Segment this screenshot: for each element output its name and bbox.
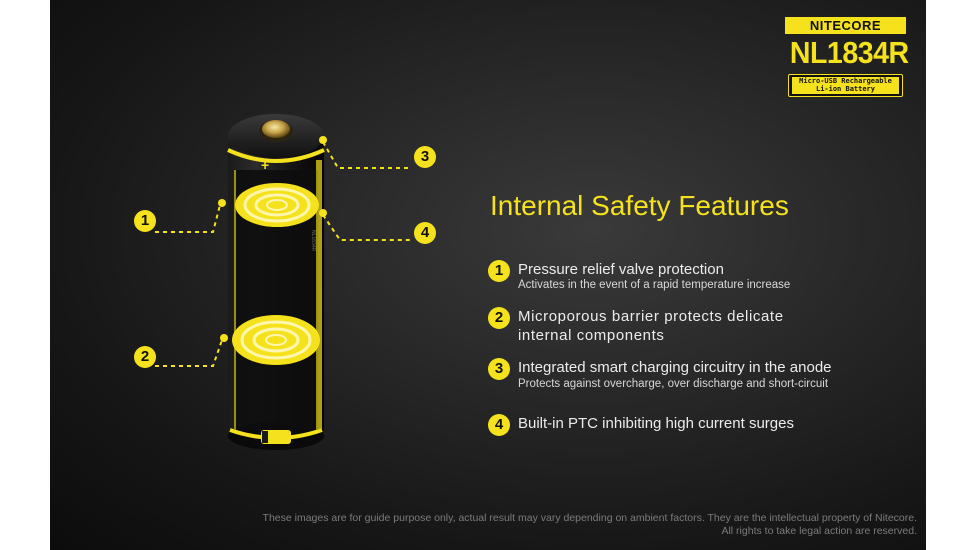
brand-name: NITECORE [785,17,906,34]
callout-lines [155,141,410,367]
pressure-valve-disc [235,183,319,227]
feature-title: Microporous barrier protects delicate in… [518,307,908,345]
disclaimer: These images are for guide purpose only,… [90,512,917,538]
brand-badge: NITECORE NL1834R Micro-USB Rechargeable … [785,17,909,97]
feature-number-badge: 1 [488,260,510,282]
feature-number-badge: 3 [488,358,510,380]
battery-body: NL1834R [227,114,325,450]
disclaimer-line2: All rights to take legal action are rese… [721,525,917,537]
callout-marker-1: 1 [134,210,156,232]
brand-subtitle-box: Micro-USB Rechargeable Li-ion Battery [788,74,903,97]
feature-description: Activates in the event of a rapid temper… [518,279,791,291]
battery-plus-sign: + [261,157,269,173]
callout-marker-4: 4 [414,222,436,244]
feature-title: Integrated smart charging circuitry in t… [518,359,832,376]
svg-text:NL1834R: NL1834R [310,230,316,252]
feature-description: Protects against overcharge, over discha… [518,378,829,390]
brand-subtitle-line2: Li-ion Battery [815,85,875,93]
feature-title-line2: internal components [518,327,665,344]
battery-cap [259,120,293,142]
callout-marker-3: 3 [414,146,436,168]
callout-marker-2: 2 [134,346,156,368]
product-graphic: NL1834R [50,0,926,550]
feature-title: Pressure relief valve protection [518,261,724,278]
brand-subtitle-line1: Micro-USB Rechargeable [799,77,892,85]
battery-illustration: NL1834R [155,114,410,450]
feature-number-badge: 4 [488,414,510,436]
disclaimer-line1: These images are for guide purpose only,… [262,512,917,524]
brand-model: NL1834R [789,35,909,70]
feature-title: Built-in PTC inhibiting high current sur… [518,415,794,432]
feature-title-line1: Microporous barrier protects delicate [518,308,784,325]
section-heading: Internal Safety Features [490,190,789,221]
battery-bottom-terminal [261,430,291,444]
brand-subtitle: Micro-USB Rechargeable Li-ion Battery [792,77,899,94]
callout-dots [218,136,327,342]
feature-number-badge: 2 [488,307,510,329]
microporous-barrier-disc [232,315,320,365]
